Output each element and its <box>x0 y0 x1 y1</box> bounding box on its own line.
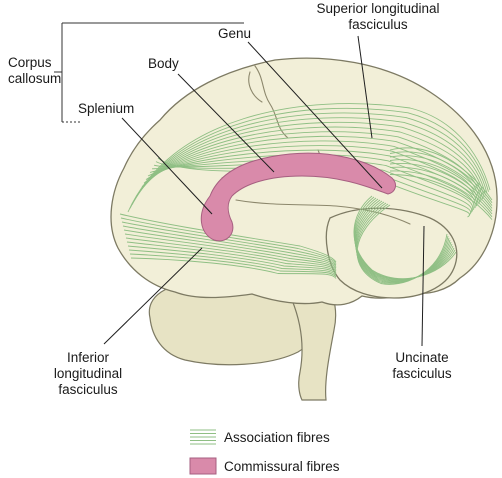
legend-association-swatch <box>190 429 216 445</box>
slf-fibre <box>133 117 486 202</box>
slf-fibre <box>147 149 476 209</box>
legend-commissural-swatch <box>189 457 217 475</box>
uncinate-leader <box>421 225 425 347</box>
slf-fibre <box>143 140 479 205</box>
body-label: Body <box>148 56 179 71</box>
ilf-leader <box>103 247 203 345</box>
slf-fibre <box>127 103 491 213</box>
frontal-fibre <box>389 170 493 218</box>
uncinate-fibre <box>353 195 457 280</box>
lateral-sulcus <box>235 199 411 225</box>
parietal-sulcus <box>248 71 263 103</box>
brain-illustration <box>110 57 498 401</box>
slf-fibre <box>129 107 489 209</box>
ilf-fibre <box>130 257 337 279</box>
ilf-fibre <box>125 237 337 272</box>
ilf-fibre <box>124 233 337 270</box>
frontal-fibre <box>389 166 493 215</box>
uncinate-fibre <box>356 204 448 285</box>
uncinate-fibre <box>353 196 456 280</box>
frontal-fibre <box>389 155 493 206</box>
slf-fibre <box>137 126 483 200</box>
ilf-fibre <box>127 245 337 275</box>
splenium-label: Splenium <box>78 101 134 116</box>
body-leader <box>177 73 275 173</box>
ilf-fibre <box>123 229 337 269</box>
legend-association-label: Association fibres <box>224 430 330 445</box>
ilf-fibre <box>128 249 337 276</box>
frontal-fibre <box>389 147 493 201</box>
leader-lines <box>54 22 425 347</box>
ilf-fibre <box>122 225 337 267</box>
ilf-fibre <box>120 217 337 264</box>
splenium-leader <box>121 117 213 215</box>
legend: Association fibres Commissural fibres <box>189 429 340 475</box>
slf-fibre <box>131 112 488 206</box>
association-fibres <box>119 103 493 285</box>
frontal-fibre <box>389 162 493 212</box>
brainstem <box>291 289 337 401</box>
central-sulcus <box>254 65 289 139</box>
legend-commissural-label: Commissural fibres <box>224 459 340 474</box>
slf-fibre <box>135 121 485 198</box>
ilf-fibre <box>129 253 337 278</box>
genu-label: Genu <box>218 26 251 41</box>
slf-fibre <box>141 135 480 203</box>
corpus-callosum <box>200 152 396 242</box>
ilf-fibre <box>126 241 337 273</box>
frontal-fibre <box>389 151 493 204</box>
ilf-fibre <box>119 213 337 263</box>
slf-fibre <box>149 154 475 210</box>
ilf-fibre <box>121 221 337 266</box>
frontal-fibre <box>389 174 493 220</box>
frontal-fibre <box>389 159 493 209</box>
slf-leader <box>357 35 373 139</box>
genu-leader <box>247 41 383 189</box>
